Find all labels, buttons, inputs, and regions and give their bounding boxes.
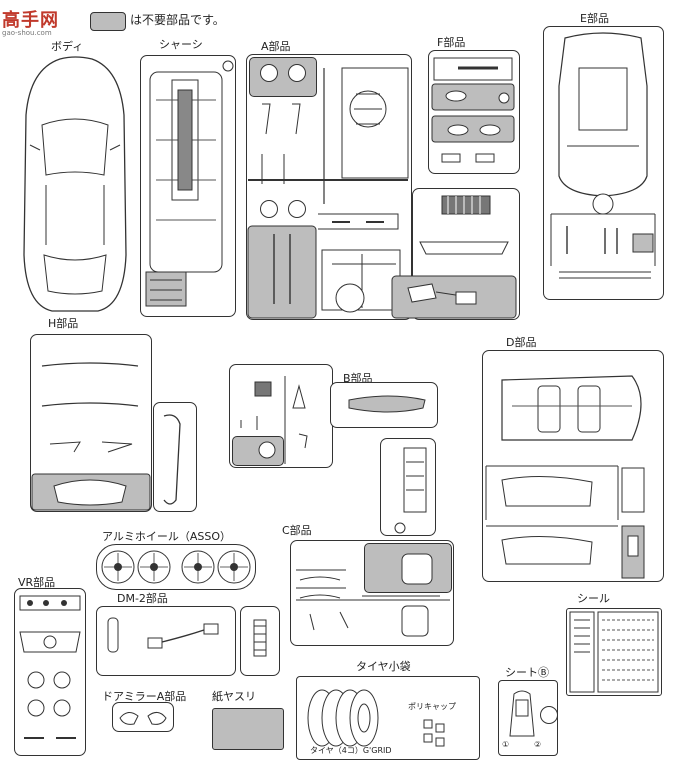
part-f-drawing bbox=[431, 57, 515, 163]
dm2-drawing bbox=[107, 617, 219, 653]
label-sandpaper: 紙ヤスリ bbox=[212, 690, 256, 703]
label-vr: VR部品 bbox=[18, 576, 56, 589]
label-part-d: D部品 bbox=[506, 336, 537, 349]
sheet-b-number-2: ② bbox=[534, 740, 542, 749]
seal-drawing bbox=[569, 611, 659, 693]
label-part-f: F部品 bbox=[437, 36, 466, 49]
label-chassis: シャーシ bbox=[159, 38, 203, 51]
part-b-drawing bbox=[240, 376, 426, 464]
chassis-drawing bbox=[145, 60, 234, 307]
label-part-e: E部品 bbox=[580, 12, 609, 25]
label-wheel: アルミホイール（ASSO） bbox=[102, 530, 232, 543]
vr-frame bbox=[14, 588, 86, 756]
label-sheet-b: シートⒷ bbox=[505, 666, 549, 679]
part-a-wheel-3 bbox=[260, 200, 278, 218]
watermark-brand: 高手网 bbox=[2, 10, 59, 31]
dm2-side-drawing bbox=[253, 619, 267, 657]
part-d-drawing bbox=[485, 375, 645, 579]
sheet-b-number-1: ① bbox=[502, 740, 510, 749]
label-tire-bag: タイヤ小袋 bbox=[356, 660, 411, 673]
sandpaper-swatch bbox=[212, 708, 284, 750]
part-a-wheel-2 bbox=[288, 64, 306, 82]
label-part-a: A部品 bbox=[261, 40, 291, 53]
part-a-extra-drawing bbox=[391, 195, 517, 319]
label-part-b: B部品 bbox=[343, 372, 373, 385]
label-part-h: H部品 bbox=[48, 317, 79, 330]
label-polycap: ポリキャップ bbox=[408, 702, 456, 711]
wheel-drawing bbox=[101, 550, 251, 584]
part-h-drawing bbox=[31, 362, 181, 511]
label-body: ボディ bbox=[51, 40, 84, 53]
part-e-drawing bbox=[550, 32, 656, 279]
part-a-drawing bbox=[247, 67, 409, 319]
sheet-b-disc bbox=[540, 706, 558, 724]
part-a-wheel-1 bbox=[260, 64, 278, 82]
sheet-b-drawing bbox=[509, 690, 535, 737]
label-mirror: ドアミラーA部品 bbox=[102, 690, 187, 703]
part-a-wheel-4 bbox=[288, 200, 306, 218]
vr-drawing bbox=[19, 595, 81, 739]
label-part-c: C部品 bbox=[282, 524, 312, 537]
label-seal: シール bbox=[577, 592, 610, 605]
part-c-drawing bbox=[296, 553, 450, 637]
watermark-url: gao-shou.com bbox=[2, 29, 52, 37]
label-tire: タイヤ（4コ）G'GRID bbox=[310, 746, 392, 755]
body-drawing bbox=[23, 56, 127, 312]
part-f-frame bbox=[428, 50, 520, 174]
label-dm2: DM-2部品 bbox=[117, 592, 168, 605]
dash-drawing bbox=[394, 447, 427, 534]
part-h-bar-frame bbox=[153, 402, 197, 512]
watermark-logo: 高手网 gao-shou.com bbox=[2, 6, 70, 40]
legend-text: は不要部品です。 bbox=[130, 13, 225, 27]
mirror-drawing bbox=[119, 712, 167, 725]
tire-bag-drawing bbox=[307, 689, 445, 747]
legend-swatch bbox=[90, 12, 126, 31]
